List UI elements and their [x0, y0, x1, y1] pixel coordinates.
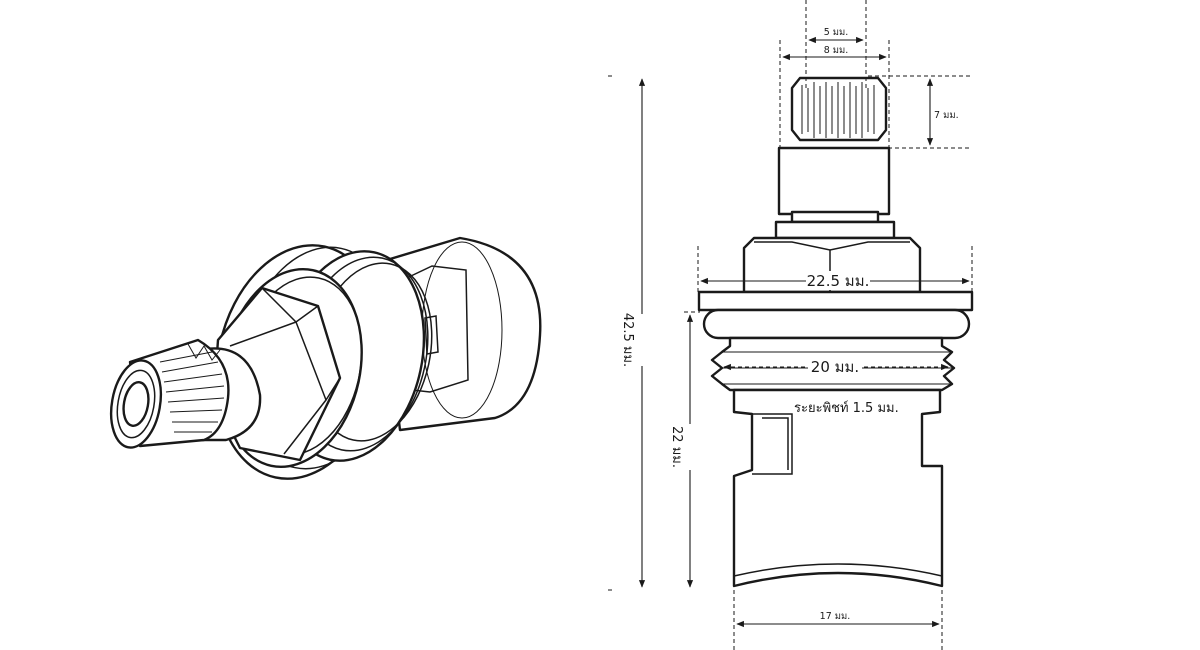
label-body-height: 22 มม. [669, 426, 684, 468]
label-top-outer: 8 มม. [824, 45, 849, 56]
nut-shoulder [774, 220, 896, 240]
stem-neck [777, 146, 891, 216]
label-total-height: 42.5 มม. [620, 313, 635, 367]
cartridge-body [732, 388, 944, 588]
label-spline-height: 7 มม. [934, 110, 959, 121]
label-base-width: 17 มม. [820, 611, 851, 622]
dimensions: 5 มม. 8 มม. 7 มม. 22.5 มม. 20 มม. ระยะพิ… [608, 0, 973, 650]
iso-stem-bore [122, 381, 150, 427]
flange [697, 290, 974, 312]
label-hex-width: 22.5 มม. [807, 272, 870, 290]
label-thread-diameter: 20 มม. [811, 358, 859, 376]
label-top-inner: 5 มม. [824, 27, 849, 38]
stem-ring [790, 210, 880, 224]
isometric-view [109, 236, 542, 480]
o-ring [702, 308, 971, 340]
elevation-view [697, 76, 974, 588]
label-thread-pitch: ระยะพิชท์ 1.5 มม. [794, 400, 899, 416]
